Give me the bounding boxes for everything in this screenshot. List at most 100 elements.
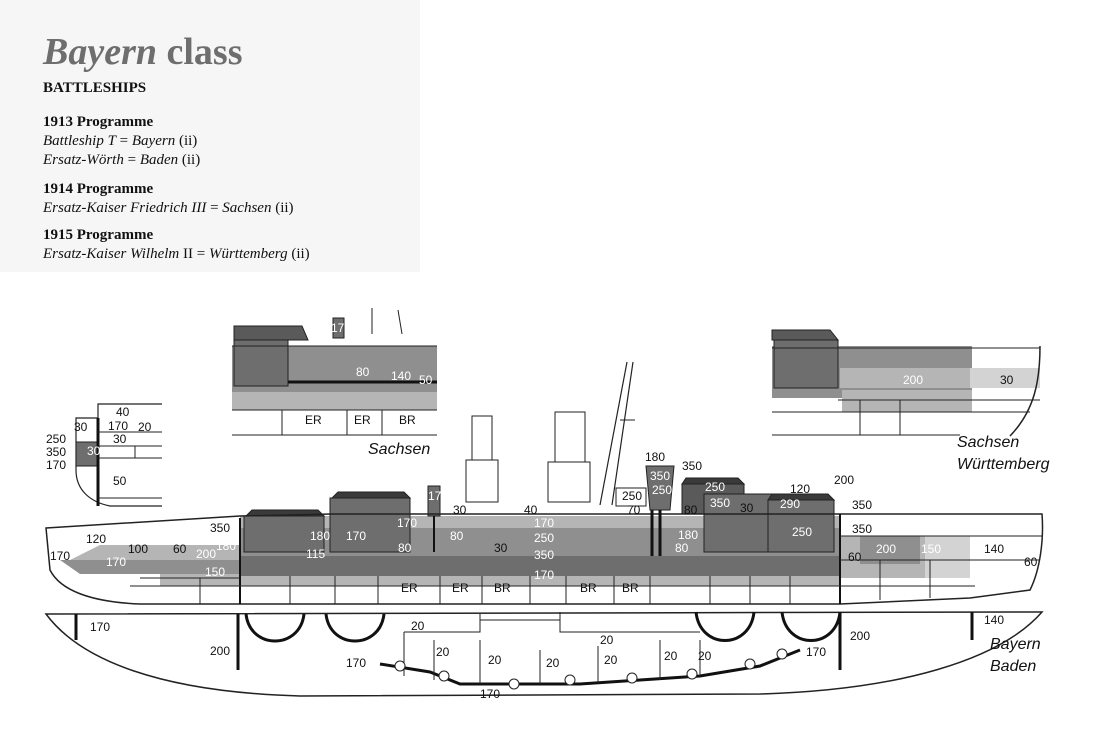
- label: 30: [453, 503, 467, 517]
- label: 170: [108, 419, 128, 433]
- label: 120: [86, 532, 106, 546]
- label: 20: [138, 420, 152, 434]
- label: 20: [488, 653, 502, 667]
- turret-barbette: [233, 325, 309, 341]
- label: 60: [173, 542, 187, 556]
- label: 30: [113, 432, 127, 446]
- compartment-label: BR: [580, 581, 597, 595]
- label: 350: [46, 445, 66, 459]
- label: 350: [710, 496, 730, 510]
- label: 60: [1024, 555, 1038, 569]
- type-subtitle: BATTLESHIPS: [43, 80, 147, 96]
- compartment-label: ER: [401, 581, 418, 595]
- label: 20: [604, 653, 618, 667]
- armour-belt-band: [840, 368, 970, 388]
- label: 20: [698, 649, 712, 663]
- label: 170: [50, 549, 70, 563]
- label: 200: [876, 542, 896, 556]
- armour-belt-band: [232, 392, 437, 410]
- label: 140: [984, 613, 1004, 627]
- label: 30: [87, 444, 101, 458]
- inset-sachsen-wurttemberg: 200 30 Sachsen Württemberg: [771, 329, 1050, 473]
- label: 40: [524, 503, 538, 517]
- label: 30: [74, 420, 88, 434]
- label: 70: [627, 503, 641, 517]
- compartment-label: BR: [399, 413, 416, 427]
- label: 170: [331, 321, 351, 335]
- label: 170: [806, 645, 826, 659]
- label: 30: [494, 541, 508, 555]
- label: 200: [196, 547, 216, 561]
- label: 200: [850, 629, 870, 643]
- citadel-belt-main: [240, 556, 840, 576]
- label: 170: [397, 516, 417, 530]
- armour-belt-band: [842, 390, 972, 412]
- label: 170: [534, 516, 554, 530]
- caption-bayern: Bayern: [990, 636, 1041, 653]
- caption-baden: Baden: [990, 658, 1036, 675]
- title-class: class: [166, 31, 243, 73]
- compartment-label: ER: [452, 581, 469, 595]
- label: 100: [128, 542, 148, 556]
- caption-sachsen: Sachsen: [368, 441, 430, 458]
- compartment-label: BR: [494, 581, 511, 595]
- programme-heading: 1915 Programme: [43, 227, 154, 243]
- programme-1913: 1913 Programme Battleship T = Bayern (ii…: [43, 113, 200, 170]
- label: 80: [432, 473, 446, 487]
- programme-heading: 1913 Programme: [43, 114, 154, 130]
- label: 170: [90, 620, 110, 634]
- label: 250: [705, 480, 725, 494]
- label: 140: [391, 369, 411, 383]
- label: 170: [46, 458, 66, 472]
- inset-sachsen: 170 80 140 50 ER ER BR Sachsen: [232, 308, 437, 458]
- label: 350: [210, 521, 230, 535]
- label: 140: [984, 542, 1004, 556]
- title-ship-name: Bayern: [43, 31, 157, 73]
- label: 200: [903, 373, 923, 387]
- label: 350: [682, 459, 702, 473]
- plan-view: 170 200 170 20 20 20 20 20 20 20 20 170 …: [44, 611, 1044, 701]
- label: 20: [664, 649, 678, 663]
- label: 50: [419, 373, 433, 387]
- label: 120: [790, 482, 810, 496]
- label: 180: [310, 529, 330, 543]
- armour-belt-band: [970, 368, 1040, 388]
- label: 30: [740, 501, 754, 515]
- belt-band-forward-upper: [70, 545, 240, 560]
- hull-plan-outline: [44, 611, 1044, 697]
- label: 20: [411, 619, 425, 633]
- label: 150: [205, 565, 225, 579]
- compartment-label: BR: [622, 581, 639, 595]
- label: 30: [1000, 373, 1014, 387]
- label: 170: [428, 489, 448, 503]
- inset-forward-section: 40 30 170 20 250 30 350 30 170 50: [46, 403, 162, 507]
- belt-band-forward: [60, 560, 240, 574]
- label: 170: [346, 656, 366, 670]
- label: 170: [106, 555, 126, 569]
- label: 20: [546, 656, 560, 670]
- label: 170: [480, 687, 500, 701]
- label: 20: [436, 645, 450, 659]
- page-title: Bayern class: [43, 30, 243, 74]
- label: 350: [534, 548, 554, 562]
- label: 180: [678, 528, 698, 542]
- label: 350: [852, 498, 872, 512]
- label: 180: [216, 539, 236, 553]
- label: 250: [652, 483, 672, 497]
- turret-b: [330, 491, 412, 499]
- programme-line: Battleship T = Bayern (ii): [43, 133, 198, 149]
- label: 80: [684, 503, 698, 517]
- label: 350: [852, 522, 872, 536]
- label: 350: [650, 469, 670, 483]
- programme-heading: 1914 Programme: [43, 181, 154, 197]
- label: 150: [921, 542, 941, 556]
- label: 80: [450, 529, 464, 543]
- label: 200: [834, 473, 854, 487]
- label: 180: [645, 450, 665, 464]
- hull-outline: [45, 513, 1044, 605]
- caption-sachsen-2: Sachsen: [957, 434, 1019, 451]
- main-profile: ER ER BR BR BR 120 170 100 60 200 180 17…: [45, 361, 1044, 605]
- label: 250: [792, 525, 812, 539]
- label: 250: [622, 489, 642, 503]
- compartment-label: ER: [354, 413, 371, 427]
